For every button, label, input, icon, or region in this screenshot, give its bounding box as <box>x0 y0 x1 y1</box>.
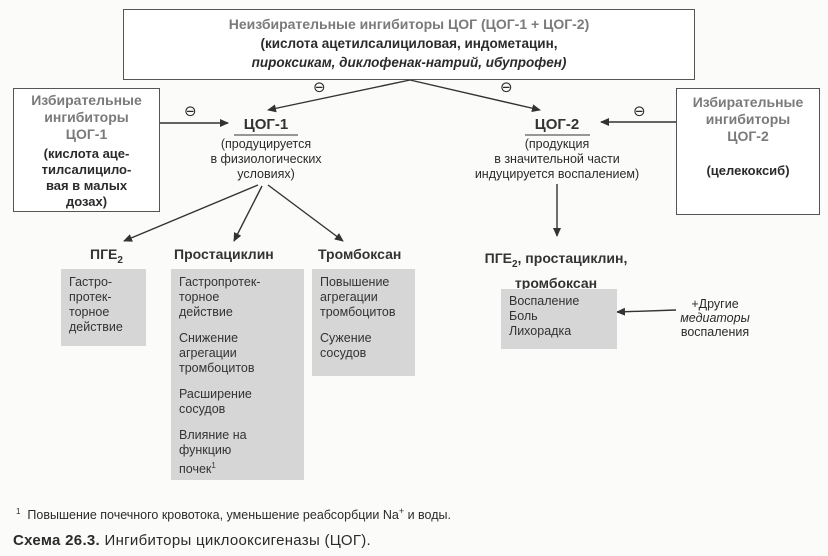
prostacyclin-effects-box: Гастропротек- торное действие Снижение а… <box>171 269 304 480</box>
inflammation-effect: Воспаление <box>509 294 580 308</box>
inflammation-effect: Боль <box>509 309 538 323</box>
thromboxane-effect: Сужение сосудов <box>320 331 372 360</box>
cox2-name: ЦОГ-2 <box>534 116 580 133</box>
footnote: 1 Повышение почечного кровотока, уменьше… <box>16 506 451 522</box>
nonselective-title: Неизбирательные ингибиторы ЦОГ (ЦОГ-1 + … <box>228 16 590 32</box>
footnote-superscript: + <box>398 506 405 516</box>
arrow-cox1-to-thromboxane <box>267 184 344 242</box>
prostacyclin-effect: Влияние на функцию почек1 <box>179 428 304 477</box>
cox2-description: (продукция в значительной части индуциру… <box>474 137 640 181</box>
cox2-products-label: ПГЕ2, простациклин, тромбоксан <box>456 249 656 292</box>
selective-cox2-inhibitors-box: Избирательные ингибиторы ЦОГ-2 (целекокс… <box>676 88 820 215</box>
pge2-subscript: 2 <box>117 254 123 266</box>
other-mediators-line2: медиаторы <box>680 311 750 325</box>
thromboxane-label: Тромбоксан <box>318 246 402 262</box>
arrow-cox1-to-pge2 <box>123 184 259 242</box>
prostacyclin-effect: Расширение сосудов <box>179 387 252 416</box>
inflammation-effect: Лихорадка <box>509 324 572 338</box>
selective-cox1-title: Избирательные ингибиторы ЦОГ-1 <box>31 92 142 142</box>
arrow-mediators-to-effects <box>616 307 677 316</box>
cox1-node: ЦОГ-1 (продуцируется в физиологических у… <box>176 115 356 182</box>
cox2-products-subscript: 2 <box>511 258 518 270</box>
pge2-label: ПГЕ2 <box>90 246 123 266</box>
inhibit-icon: ⊖ <box>313 79 326 96</box>
nonselective-drugs-line1: (кислота ацетилсалициловая, индометацин, <box>260 36 558 51</box>
footnote-text-end: и воды. <box>404 508 451 523</box>
cox1-name: ЦОГ-1 <box>243 116 289 133</box>
inhibit-icon: ⊖ <box>500 79 513 96</box>
cox2-node: ЦОГ-2 (продукция в значительной части ин… <box>457 115 657 182</box>
other-mediators-note: +Другие медиаторы воспаления <box>670 297 760 339</box>
caption-label: Схема 26.3. <box>13 532 101 549</box>
selective-cox2-title: Избирательные ингибиторы ЦОГ-2 <box>692 94 804 144</box>
footnote-number: 1 <box>16 507 21 516</box>
other-mediators-line1: +Другие <box>691 297 739 311</box>
inhibit-icon: ⊖ <box>633 103 646 120</box>
footnote-mark: 1 <box>211 461 216 470</box>
selective-cox1-drugs: (кислота аце- тилсалицило- вая в малых д… <box>41 146 132 209</box>
figure-caption: Схема 26.3. Ингибиторы циклооксигеназы (… <box>13 532 371 549</box>
caption-text: Ингибиторы циклооксигеназы (ЦОГ). <box>100 532 372 549</box>
arrow-cox1-to-prostacyclin <box>233 185 263 242</box>
prostacyclin-effect: Снижение агрегации тромбоцитов <box>179 331 255 375</box>
other-mediators-line3: воспаления <box>680 325 750 339</box>
cox2-products-pge: ПГЕ <box>484 250 512 266</box>
cox2-products-prostacyclin: , простациклин, <box>517 250 628 266</box>
cox1-description: (продуцируется в физиологических условия… <box>210 137 322 181</box>
pge2-name: ПГЕ <box>90 246 118 262</box>
nonselective-drugs-line2: пироксикам, диклофенак-натрий, ибупрофен… <box>251 55 567 70</box>
inhibit-icon: ⊖ <box>184 103 197 120</box>
arrow-top-to-cox2 <box>409 79 541 113</box>
prostacyclin-label: Простациклин <box>174 246 274 262</box>
pge2-effects-box: Гастро- протек- торное действие <box>61 269 146 346</box>
thromboxane-effect: Повышение агрегации тромбоцитов <box>320 275 396 319</box>
selective-cox2-drugs: (целекоксиб) <box>706 163 790 178</box>
cox2-products-thromboxane: тромбоксан <box>514 274 598 291</box>
inflammation-effects-box: Воспаление Боль Лихорадка <box>501 289 617 349</box>
thromboxane-effects-box: Повышение агрегации тромбоцитов Сужение … <box>312 269 415 376</box>
pge2-effect: Гастро- протек- торное действие <box>69 275 123 334</box>
footnote-text: Повышение почечного кровотока, уменьшени… <box>27 508 399 523</box>
nonselective-inhibitors-box: Неизбирательные ингибиторы ЦОГ (ЦОГ-1 + … <box>123 9 695 80</box>
selective-cox1-inhibitors-box: Избирательные ингибиторы ЦОГ-1 (кислота … <box>13 88 160 212</box>
prostacyclin-effect-text: Влияние на функцию почек <box>179 428 247 477</box>
arrow-top-to-cox1 <box>267 79 411 113</box>
prostacyclin-effect: Гастропротек- торное действие <box>179 275 261 319</box>
